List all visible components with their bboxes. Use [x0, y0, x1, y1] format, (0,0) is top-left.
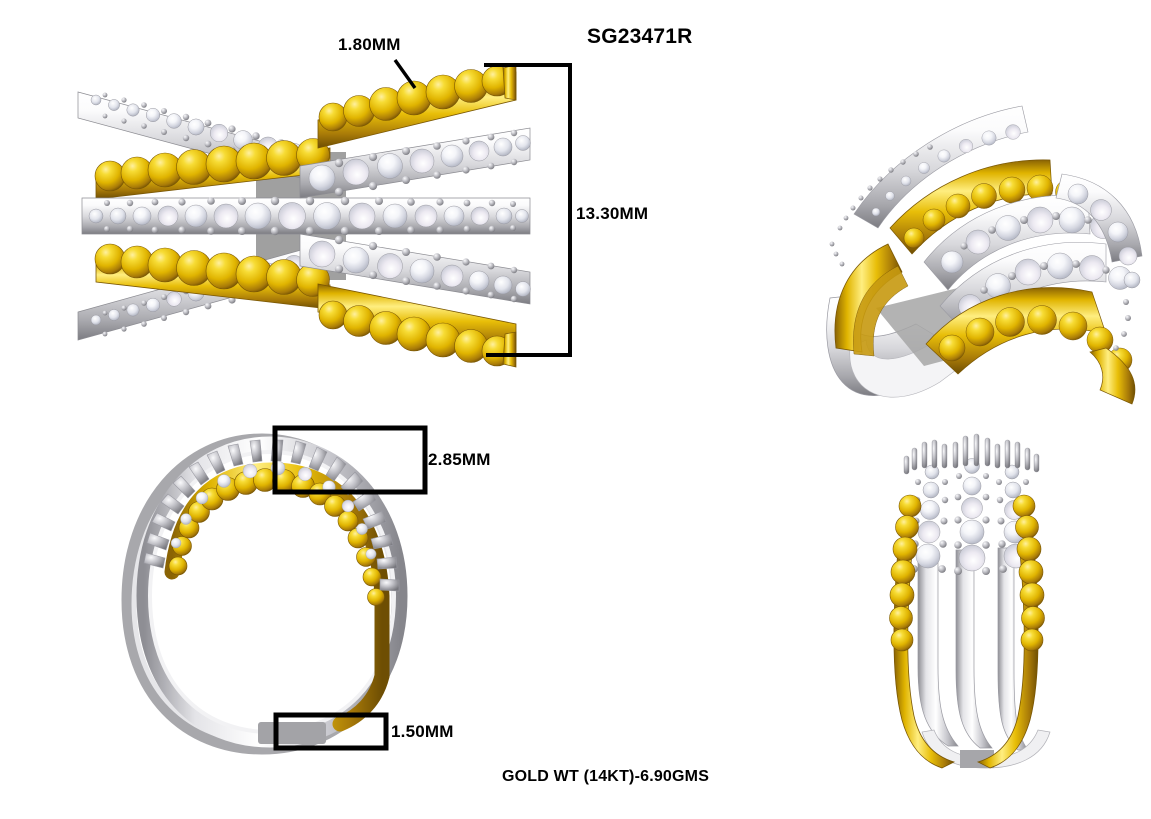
view-side-profile	[121, 425, 428, 755]
gold-weight-note: GOLD WT (14KT)-6.90GMS	[502, 768, 710, 785]
view-top	[77, 59, 572, 368]
band-silver-center	[81, 196, 531, 236]
dimension-bracket-profile-height	[272, 425, 428, 495]
profile-shank-block	[258, 722, 326, 744]
persp-band-silver-2	[923, 194, 1116, 291]
front-diamond-columns	[915, 458, 1029, 572]
dimension-label-profile-height: 2.85MM	[428, 450, 491, 469]
band-gold-left-lower	[94, 243, 331, 310]
band-gold-bottom-right	[317, 283, 517, 368]
front-top-spikes	[903, 433, 1040, 475]
persp-prong-right	[1113, 299, 1131, 351]
dimension-bracket-shank-thickness	[273, 712, 389, 751]
front-gold-right	[976, 494, 1045, 769]
dimension-bracket-head-height	[484, 63, 572, 357]
persp-band-silver-1	[853, 105, 1029, 229]
band-silver-upper-right	[299, 127, 531, 199]
dimension-label-shank-thickness: 1.50MM	[391, 722, 454, 741]
view-perspective	[826, 105, 1143, 405]
band-gold-top-right	[317, 64, 517, 149]
front-gold-left	[889, 494, 956, 769]
profile-prongs	[143, 439, 400, 592]
persp-prong-tail	[829, 144, 933, 267]
persp-band-silver-right	[1055, 173, 1143, 289]
view-front	[889, 433, 1051, 769]
dimension-label-band-width: 1.80MM	[338, 35, 401, 54]
front-silver-shanks	[917, 547, 1051, 769]
band-silver-lower-right	[299, 233, 531, 305]
leader-line-band-width	[393, 59, 417, 89]
dimension-label-head-height: 13.30MM	[576, 204, 649, 223]
page-title: SG23471R	[587, 25, 693, 48]
